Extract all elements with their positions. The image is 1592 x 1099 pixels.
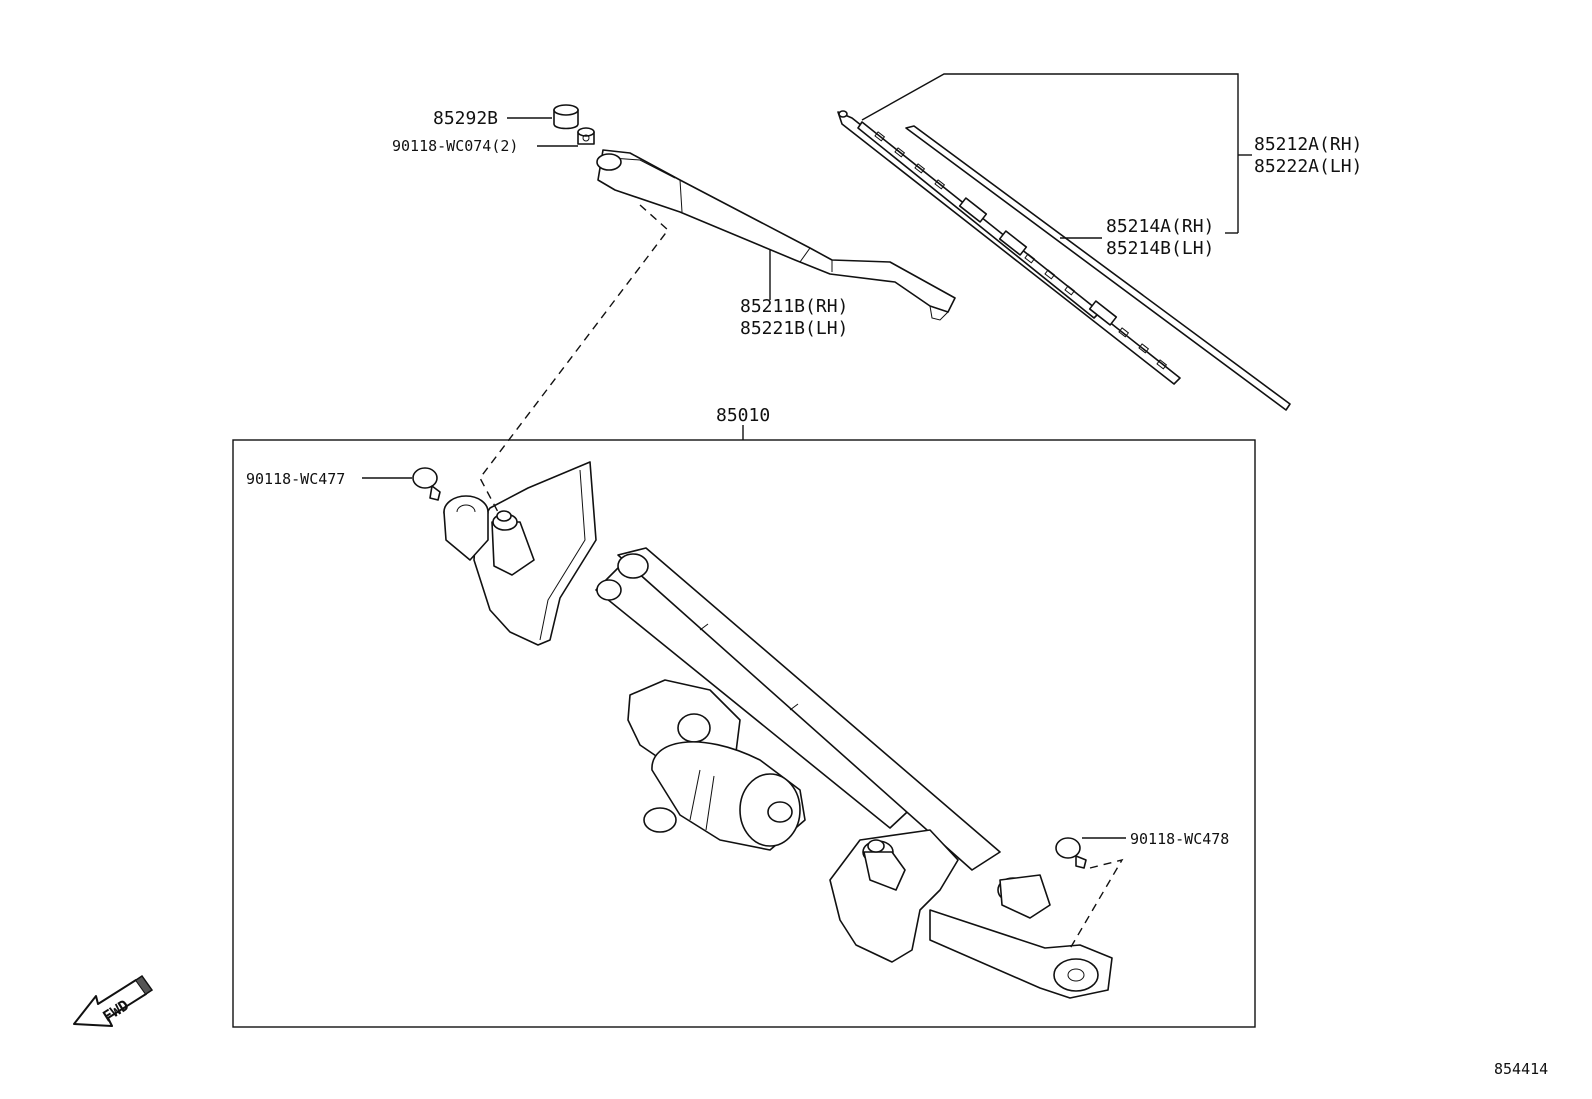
label-blade-rh: 85212A(RH): [1254, 134, 1362, 155]
bolt-right: [1055, 837, 1087, 869]
bolt-left: [412, 467, 441, 501]
assembly-box: [232, 439, 1256, 1028]
label-arm-nut: 90118-WC074(2): [392, 137, 518, 155]
label-bolt-left: 90118-WC477: [246, 470, 345, 488]
label-arm-lh: 85221B(LH): [740, 318, 848, 339]
label-figure-no: 854414: [1494, 1060, 1548, 1078]
blade-slots: [874, 131, 1168, 370]
label-arm-rh: 85211B(RH): [740, 296, 848, 317]
linkage-assembly: [443, 461, 1113, 999]
fwd-arrow-icon: FWD: [73, 974, 154, 1027]
label-blade-lh: 85222A(LH): [1254, 156, 1362, 177]
arm-nut: [577, 127, 595, 145]
label-insert-lh: 85214B(LH): [1106, 238, 1214, 259]
wiper-arm: [596, 149, 956, 321]
wiper-blade: [837, 110, 1291, 411]
arm-cap: [553, 104, 579, 130]
label-cap: 85292B: [433, 108, 498, 129]
label-insert-rh: 85214A(RH): [1106, 216, 1214, 237]
label-linkage-assy: 85010: [716, 405, 770, 426]
label-bolt-right: 90118-WC478: [1130, 830, 1229, 848]
